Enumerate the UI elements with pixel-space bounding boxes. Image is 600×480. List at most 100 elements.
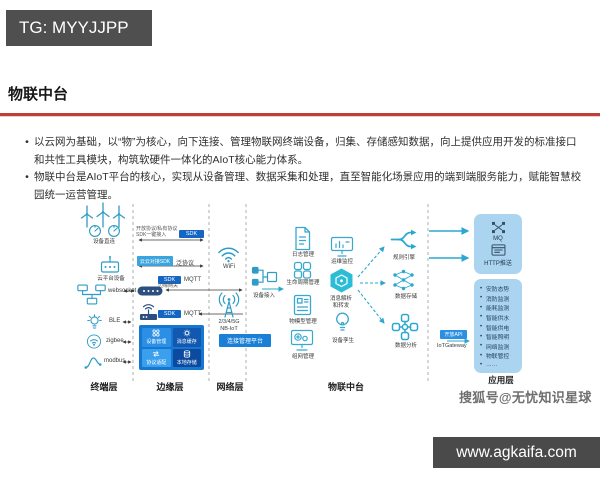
app-item: •物联管控: [480, 351, 519, 361]
app-bullet: •: [480, 324, 483, 331]
gauge-icon: [89, 225, 101, 237]
platform-item-label: 运维监控: [330, 259, 353, 265]
app-item: •能耗监测: [480, 303, 519, 313]
platform-item-label: 生命周期管理: [286, 280, 320, 286]
lifecycle-management-icon: [293, 261, 312, 279]
data-analysis-icon: [391, 313, 419, 341]
app-item: •智能照明: [480, 332, 519, 342]
mq-icon: [491, 221, 505, 234]
app-item: •安防态势: [480, 284, 519, 294]
edge-gateway-box: 设备管理 消息缓存 协议适配 本地存储: [139, 325, 204, 370]
platform-item-label: 消息解析和转发: [329, 296, 352, 309]
bullet-text: 以云网为基础，以“物”为核心，向下连接、管理物联网终端设备，归集、存储感知数据，…: [34, 136, 577, 166]
pan-protocol-label: 泛协议: [176, 261, 195, 267]
terminal-item-label: modbus: [104, 358, 126, 364]
app-item-label: ……: [486, 362, 498, 369]
title-rule: [0, 113, 600, 117]
edge-gateway-caption: 边缘网关: [158, 282, 179, 289]
router-icon: [140, 304, 157, 320]
connection-mgmt-badge: 连接管理平台: [219, 334, 271, 347]
app-bullet: •: [480, 333, 483, 340]
corner-tag: TG: MYYJJPP: [6, 10, 152, 46]
layer-label-application: 应用层: [488, 375, 514, 385]
platform-item-label: 规则引擎: [392, 255, 415, 261]
sdk-badge: SDK: [158, 276, 181, 284]
terminal-item-label: 设备直连: [92, 239, 115, 245]
http-push-icon: [491, 244, 505, 256]
watermark: 搜狐号@无忧知识星球: [459, 390, 592, 405]
terminal-item-label: 云平台设备: [97, 276, 125, 282]
terminal-item-label: zigbee: [106, 338, 124, 344]
app-item-label: 智能供水: [486, 315, 510, 322]
bullet-text: 物联中台是AIoT平台的核心，实现从设备管理、数据采集和处理，直至智能化场景应用…: [34, 171, 582, 201]
edge-tile-label: 设备管理: [146, 339, 167, 346]
cellular-label: NB-IoT: [220, 325, 238, 332]
wifi-icon: [218, 247, 239, 263]
layer-label-platform: 物联中台: [327, 382, 364, 392]
device-twin-icon: [336, 312, 349, 331]
layer-label-network: 网络层: [216, 382, 244, 392]
edge-tile-label: 协议适配: [146, 359, 167, 366]
ops-monitoring-icon: [330, 236, 354, 257]
app-item-label: 智能供电: [486, 325, 510, 332]
platform-item-label: 数据分析: [394, 343, 417, 349]
edge-tile: 协议适配: [142, 348, 171, 367]
platform-item-label: 设备孪生: [331, 338, 354, 344]
bullet-dot: •: [25, 136, 29, 148]
app-bullet: •: [480, 295, 483, 302]
device-access-label: 设备接入: [252, 293, 275, 299]
bullet-dot: •: [25, 171, 29, 183]
layer-label-terminal: 终端层: [90, 382, 118, 392]
app-item-label: 安防态势: [486, 287, 510, 294]
push-item-label: HTTP推送: [484, 261, 512, 267]
platform-item-label: 物模型管理: [289, 319, 317, 325]
app-item-label: 网络监测: [486, 344, 510, 351]
bullet-item: • 以云网为基础，以“物”为核心，向下连接、管理物联网终端设备，归集、存储感知数…: [20, 134, 586, 169]
iot-gateway-label: IoTGateway: [437, 343, 467, 349]
rule-engine-icon: [390, 229, 417, 250]
footer-url-bar: www.agkaifa.com: [433, 437, 600, 468]
bullet-item: • 物联中台是AIoT平台的核心，实现从设备管理、数据采集和处理，直至智能化场景…: [20, 169, 586, 204]
edge-tile-label: 消息缓存: [176, 339, 197, 346]
app-item-label: 智能照明: [486, 335, 510, 342]
app-item: •智能供水: [480, 313, 519, 323]
mqtt-label: MQTT: [184, 277, 201, 283]
message-cache-icon: [183, 329, 191, 337]
protocol-adapt-icon: [153, 350, 160, 357]
terminal-item-label: websocket: [108, 288, 137, 294]
edge-tile: 消息缓存: [172, 328, 201, 347]
cellular-label: 2/3/4/5G: [218, 319, 240, 325]
smart-bulb-icon: [87, 314, 102, 329]
message-parse-forward-icon: [330, 268, 353, 293]
cellular-antenna-icon: [218, 292, 240, 318]
summary-bullets: • 以云网为基础，以“物”为核心，向下连接、管理物联网终端设备，归集、存储感知数…: [20, 134, 586, 204]
network-config-icon: [290, 329, 314, 351]
app-bullet: •: [480, 343, 483, 350]
edge-tile-label: 本地存储: [176, 359, 197, 366]
platform-item-label: 数据存储: [394, 294, 417, 300]
thing-model-icon: [293, 294, 312, 316]
app-bullet: •: [480, 314, 483, 321]
page-title: 物联中台: [8, 86, 69, 103]
wifi-label: WiFi: [223, 264, 235, 270]
platform-item-label: 组网管理: [291, 354, 314, 360]
device-management-icon: [152, 329, 160, 337]
edge-tile: 设备管理: [142, 328, 171, 347]
push-channel-panel: MQ HTTP推送: [474, 214, 522, 274]
app-item: •智能供电: [480, 322, 519, 332]
zigbee-icon: [86, 334, 102, 349]
edge-row1-text: 开放协议/私有协议SDK一键接入: [136, 226, 178, 238]
gauge-icon: [108, 225, 120, 237]
push-item-label: MQ: [493, 236, 503, 242]
device-access-icon: [251, 266, 278, 286]
app-item-label: 能耗监测: [486, 306, 510, 313]
open-api-badge: 开放API: [440, 330, 467, 339]
sdk-badge: SDK: [179, 230, 204, 238]
app-item: •消防监测: [480, 294, 519, 304]
app-item: •……: [480, 361, 519, 371]
layer-label-edge: 边缘层: [156, 382, 184, 392]
wind-turbine-icon: [80, 202, 126, 228]
app-item-label: 物联管控: [486, 354, 510, 361]
local-storage-icon: [183, 350, 190, 358]
